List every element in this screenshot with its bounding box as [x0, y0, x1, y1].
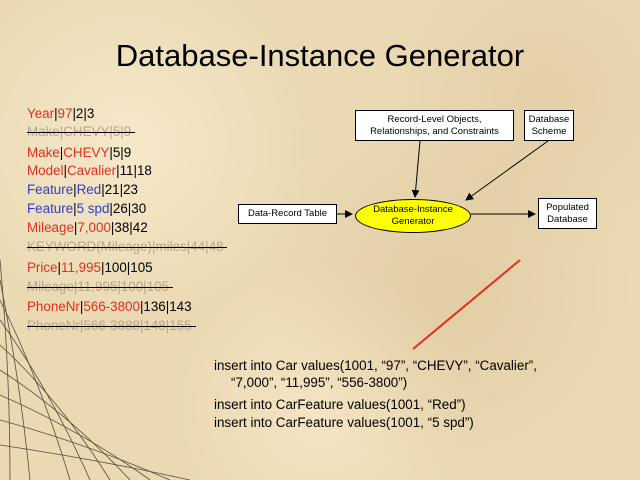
sql-line-4: insert into CarFeature values(1001, “5 s… — [214, 415, 474, 430]
record-segment: | — [57, 260, 61, 275]
record-line: Make|CHEVY|5|9 — [27, 145, 131, 161]
data-record-table-box: Data-Record Table — [238, 204, 337, 224]
record-segment: Model — [27, 163, 64, 178]
record-line-struck: PhoneNr|566-3888|148|155 — [27, 318, 192, 334]
record-segment: |21|23 — [101, 182, 138, 197]
record-segment: Feature — [27, 182, 74, 197]
record-segment: | — [59, 145, 64, 160]
callout-line — [412, 259, 521, 350]
objects-relationships-box: Record-Level Objects, Relationships, and… — [355, 110, 514, 141]
record-segment: Make — [27, 145, 60, 160]
database-scheme-box: Database Scheme — [524, 110, 574, 141]
strikethrough-line — [27, 132, 135, 133]
record-segment: 5 spd — [76, 201, 110, 216]
sql-line-3: insert into CarFeature values(1001, “Red… — [214, 397, 466, 412]
record-line: Feature|Red|21|23 — [27, 182, 138, 198]
record-line: Model|Cavalier|11|18 — [27, 163, 152, 179]
record-segment: | — [79, 299, 84, 314]
record-line: Year|97|2|3 — [27, 106, 94, 122]
record-line: Price|11,995|100|105 — [27, 260, 153, 276]
sql-line-2: “7,000”, “11,995”, “556-3800”) — [231, 375, 408, 390]
record-line: Feature|5 spd|26|30 — [27, 201, 146, 217]
record-segment: |38|42 — [110, 220, 148, 235]
record-segment: Mileage|11,995|100|105 — [27, 279, 169, 294]
strikethrough-line — [27, 287, 173, 288]
record-segment: Feature — [27, 201, 74, 216]
record-segment: | — [73, 182, 77, 197]
record-segment: Year — [27, 106, 55, 121]
record-segment: 11,995 — [61, 260, 101, 275]
strikethrough-line — [27, 247, 227, 248]
record-segment: | — [73, 201, 77, 216]
record-segment: Red — [76, 182, 102, 197]
record-line: PhoneNr|566-3800|136|143 — [27, 299, 192, 315]
page-title: Database-Instance Generator — [115, 38, 525, 73]
record-segment: | — [54, 106, 58, 121]
record-segment: |5|9 — [109, 145, 132, 160]
record-segment: 97 — [57, 106, 73, 121]
record-segment: CHEVY — [63, 145, 110, 160]
record-segment: |11|18 — [116, 163, 152, 178]
sql-line-1: insert into Car values(1001, “97”, “CHEV… — [214, 358, 537, 373]
record-line-struck: Mileage|11,995|100|105 — [27, 279, 169, 295]
populated-database-box: Populated Database — [538, 198, 597, 229]
record-segment: |26|30 — [109, 201, 147, 216]
record-segment: |136|143 — [139, 299, 192, 314]
record-segment: | — [63, 163, 67, 178]
record-segment: 566-3800 — [83, 299, 140, 314]
scheme-to-generator-arrow — [465, 140, 549, 201]
record-segment: |100|105 — [100, 260, 153, 275]
record-segment: PhoneNr — [27, 299, 80, 314]
database-instance-generator: Database-Instance Generator — [355, 199, 471, 233]
record-segment: | — [73, 220, 78, 235]
objects-to-generator-arrow — [411, 140, 421, 198]
record-line: Mileage|7,000|38|42 — [27, 220, 148, 236]
record-segment: Cavalier — [66, 163, 117, 178]
record-segment: PhoneNr|566-3888|148|155 — [27, 318, 192, 333]
record-segment: Make|CHEVY|5|9 — [27, 124, 132, 139]
record-segment: |2|3 — [72, 106, 95, 121]
record-segment: Price — [27, 260, 58, 275]
record-line-struck: KEYWORD(Mileage)|miles|44|48 — [27, 239, 223, 255]
record-segment: 7,000 — [77, 220, 111, 235]
record-segment: Mileage — [27, 220, 74, 235]
strikethrough-line — [27, 326, 196, 327]
record-segment: KEYWORD(Mileage)|miles|44|48 — [27, 239, 224, 254]
record-line-struck: Make|CHEVY|5|9 — [27, 124, 131, 140]
